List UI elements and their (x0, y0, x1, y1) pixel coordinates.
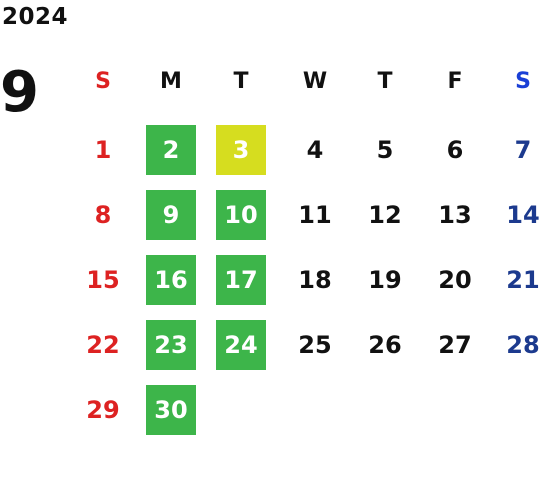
day-cell-today[interactable]: 3 (216, 125, 266, 175)
day-cell[interactable]: 21 (506, 266, 540, 294)
weekday-monday: M (160, 68, 182, 94)
day-cell[interactable]: 25 (298, 331, 332, 359)
week-row: 8 9 10 11 12 13 14 (68, 190, 548, 240)
week-row: 29 30 (68, 385, 548, 435)
day-cell[interactable]: 29 (86, 396, 120, 424)
day-cell[interactable]: 22 (86, 331, 120, 359)
weekday-saturday: S (515, 68, 531, 94)
day-cell-highlighted[interactable]: 9 (146, 190, 196, 240)
day-cell[interactable]: 26 (368, 331, 402, 359)
week-row: 15 16 17 18 19 20 21 (68, 255, 548, 305)
day-cell[interactable]: 20 (438, 266, 472, 294)
day-cell[interactable]: 28 (506, 331, 540, 359)
weekday-tuesday: T (233, 68, 249, 94)
month-number: 9 (0, 60, 39, 125)
day-cell-highlighted[interactable]: 2 (146, 125, 196, 175)
day-cell[interactable]: 12 (368, 201, 402, 229)
year-label: 2024 (2, 4, 69, 30)
day-cell-highlighted[interactable]: 10 (216, 190, 266, 240)
weekday-sunday: S (95, 68, 111, 94)
day-cell[interactable]: 15 (86, 266, 120, 294)
day-cell[interactable]: 4 (306, 136, 324, 164)
day-cell[interactable]: 19 (368, 266, 402, 294)
week-row: 1 2 3 4 5 6 7 (68, 125, 548, 175)
weekday-friday: F (447, 68, 463, 94)
week-row: 22 23 24 25 26 27 28 (68, 320, 548, 370)
day-cell[interactable]: 8 (94, 201, 112, 229)
day-cell-highlighted[interactable]: 30 (146, 385, 196, 435)
day-cell[interactable]: 18 (298, 266, 332, 294)
weekday-header-row: S M T W T F S (68, 56, 548, 106)
day-cell[interactable]: 14 (506, 201, 540, 229)
day-cell-highlighted[interactable]: 17 (216, 255, 266, 305)
day-cell-highlighted[interactable]: 24 (216, 320, 266, 370)
weekday-wednesday: W (302, 68, 328, 94)
day-cell[interactable]: 7 (514, 136, 532, 164)
day-cell[interactable]: 6 (446, 136, 464, 164)
day-cell[interactable]: 27 (438, 331, 472, 359)
day-cell[interactable]: 13 (438, 201, 472, 229)
day-cell[interactable]: 5 (376, 136, 394, 164)
day-cell-highlighted[interactable]: 23 (146, 320, 196, 370)
day-cell-highlighted[interactable]: 16 (146, 255, 196, 305)
day-cell[interactable]: 11 (298, 201, 332, 229)
weekday-thursday: T (377, 68, 393, 94)
day-cell[interactable]: 1 (94, 136, 112, 164)
